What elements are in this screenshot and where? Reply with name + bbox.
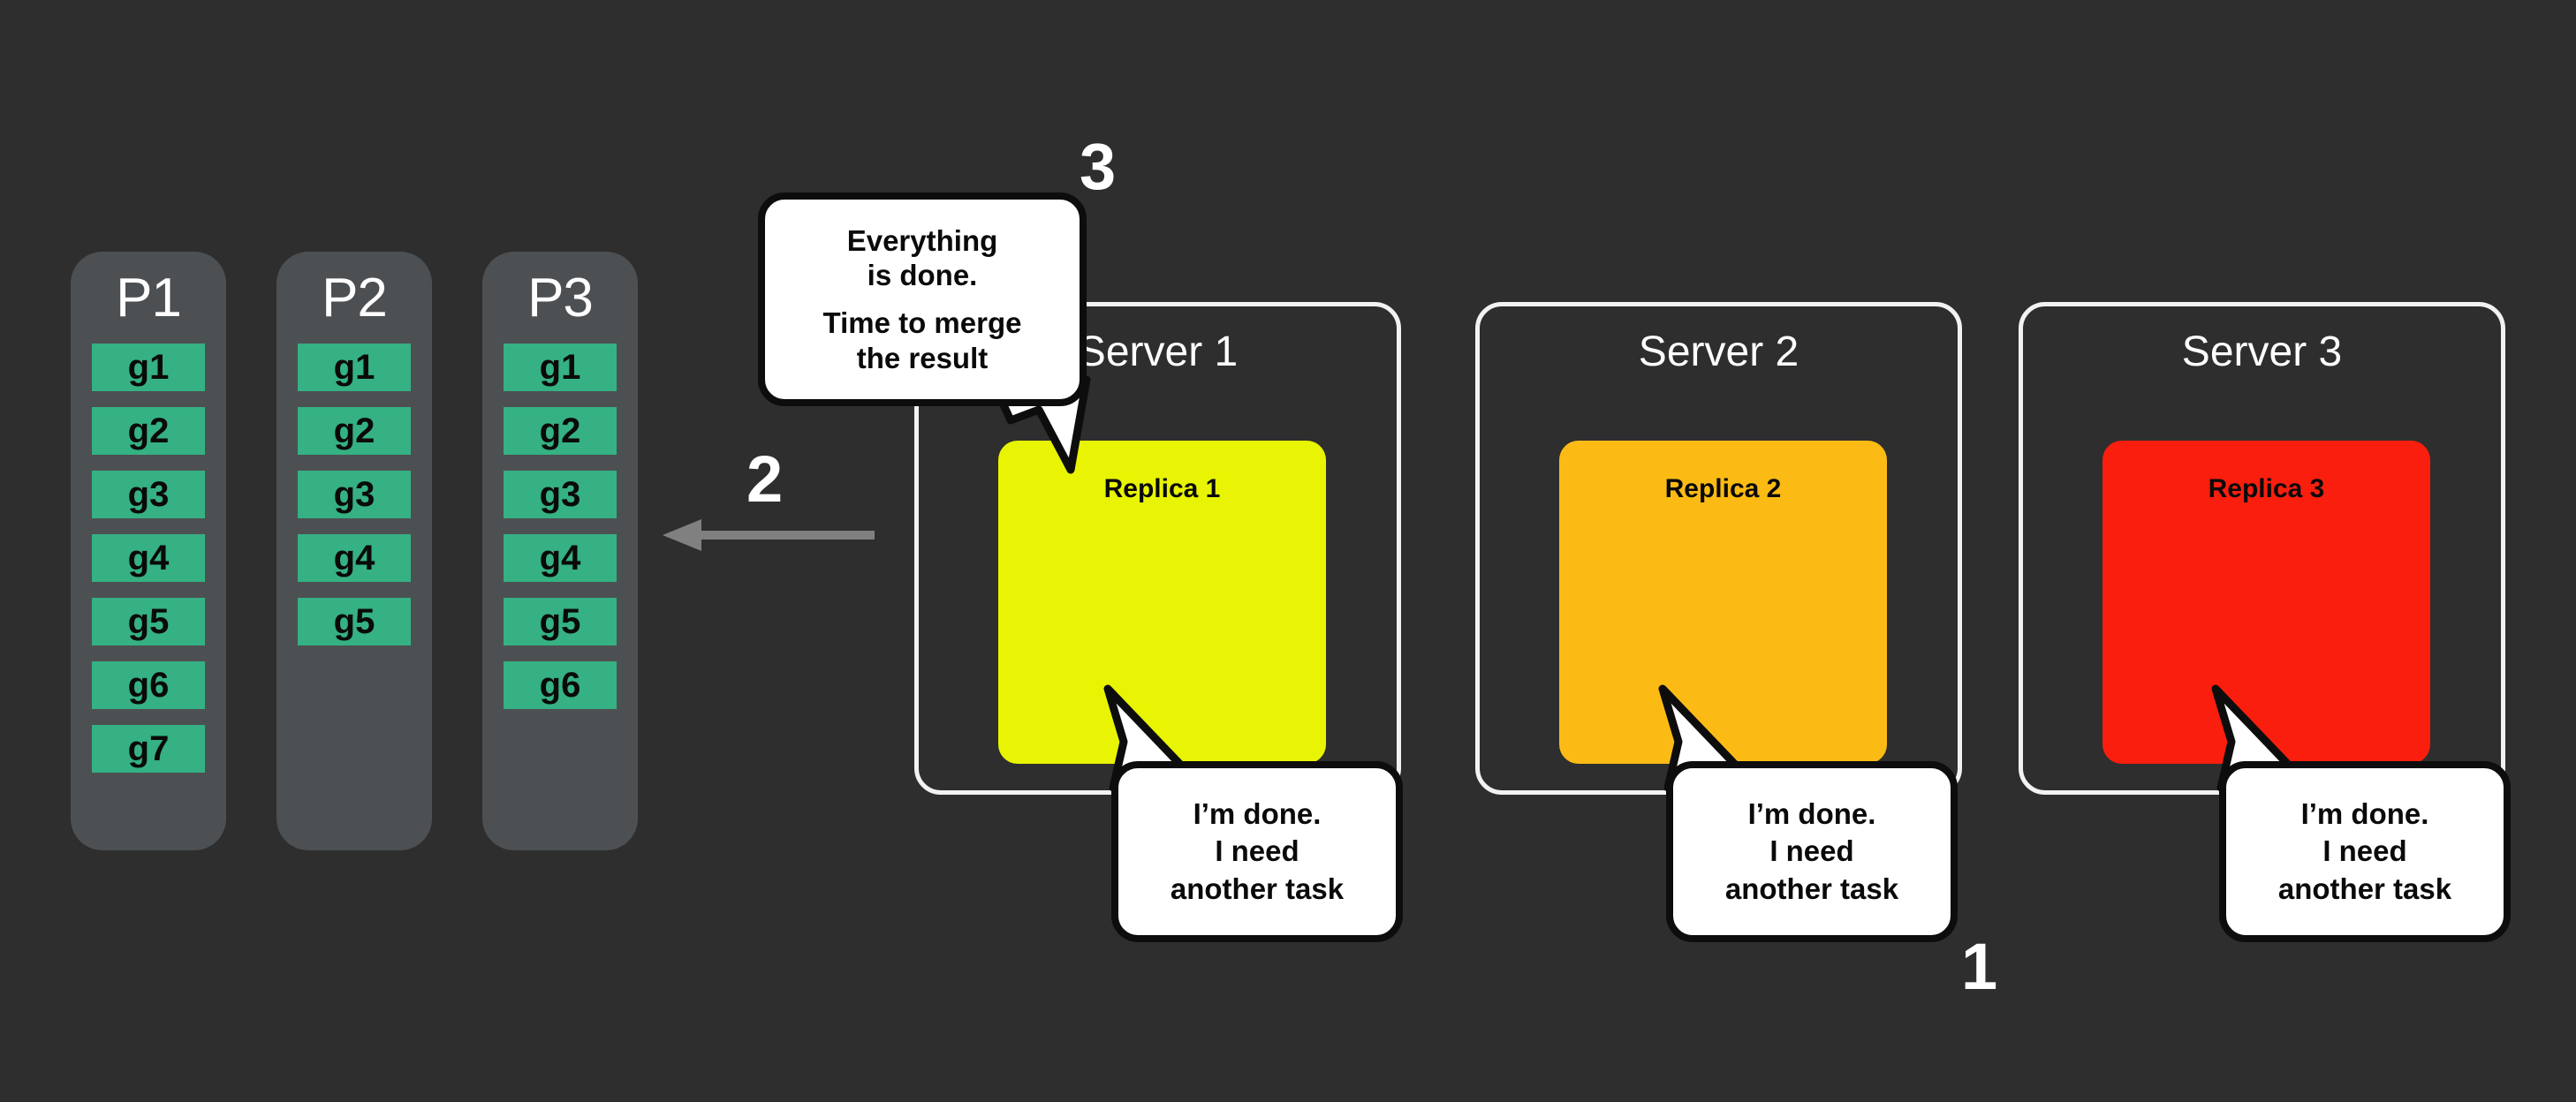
step-number-2: 2 (746, 442, 784, 516)
chunk-item: g6 (92, 661, 205, 709)
chunk-stack: g1 g2 g3 g4 g5 g6 g7 (92, 343, 205, 789)
chunk-item: g5 (92, 598, 205, 645)
bubble-line: I’m done. (2300, 797, 2429, 831)
replica-box-1: Replica 1 (998, 441, 1326, 764)
bubble-line: the result (856, 341, 989, 374)
bubble-line: I need (2322, 834, 2407, 868)
chunk-item: g5 (504, 598, 617, 645)
bubble-line: I need (1769, 834, 1854, 868)
partition-title: P1 (116, 268, 182, 328)
speech-bubble-done-3: I’m done. I need another task (2219, 761, 2511, 942)
partition-title: P2 (322, 268, 388, 328)
step-number-3: 3 (1080, 130, 1117, 203)
replica-label: Replica 2 (1664, 474, 1782, 503)
bubble-line: I need (1215, 834, 1299, 868)
bubble-line: I’m done. (1193, 797, 1322, 831)
partition-title: P3 (527, 268, 594, 328)
bubble-line: I’m done. (1747, 797, 1876, 831)
bubble-line: Everything (846, 223, 998, 257)
chunk-item: g2 (504, 407, 617, 455)
chunk-item: g3 (92, 471, 205, 518)
chunk-stack: g1 g2 g3 g4 g5 g6 (504, 343, 617, 725)
replica-box-2: Replica 2 (1559, 441, 1887, 764)
partition-column-p1: P1 g1 g2 g3 g4 g5 g6 g7 (71, 252, 226, 850)
chunk-item: g1 (92, 343, 205, 391)
server-title: Server 2 (1638, 328, 1799, 375)
speech-bubble-merge: Everything is done. Time to merge the re… (758, 192, 1087, 406)
speech-bubble-done-1: I’m done. I need another task (1111, 761, 1403, 942)
replica-label: Replica 3 (2208, 474, 2325, 503)
chunk-item: g2 (298, 407, 411, 455)
step-number-1: 1 (1961, 930, 1998, 1003)
server-title: Server 1 (1077, 328, 1239, 375)
replica-label: Replica 1 (1103, 474, 1221, 503)
partition-column-p2: P2 g1 g2 g3 g4 g5 (277, 252, 432, 850)
bubble-line: Time to merge (822, 306, 1022, 339)
chunk-item: g5 (298, 598, 411, 645)
chunk-item: g4 (92, 534, 205, 582)
arrow-head-icon (663, 519, 701, 551)
speech-bubble-done-2: I’m done. I need another task (1666, 761, 1958, 942)
chunk-item: g2 (92, 407, 205, 455)
server-box-2: Server 2 Replica 2 (1475, 302, 1962, 795)
replica-box-3: Replica 3 (2102, 441, 2430, 764)
arrow-shaft (700, 531, 875, 540)
chunk-stack: g1 g2 g3 g4 g5 (298, 343, 411, 661)
partition-column-p3: P3 g1 g2 g3 g4 g5 g6 (482, 252, 638, 850)
server-title: Server 3 (2181, 328, 2343, 375)
chunk-item: g4 (504, 534, 617, 582)
bubble-line: is done. (867, 259, 978, 292)
bubble-line: another task (1724, 872, 1899, 905)
merge-arrow-left-icon (663, 519, 875, 551)
chunk-item: g6 (504, 661, 617, 709)
server-box-3: Server 3 Replica 3 (2019, 302, 2505, 795)
chunk-item: g4 (298, 534, 411, 582)
chunk-item: g3 (504, 471, 617, 518)
chunk-item: g7 (92, 725, 205, 773)
bubble-line: another task (1170, 872, 1345, 905)
bubble-line: another task (2277, 872, 2452, 905)
chunk-item: g1 (298, 343, 411, 391)
chunk-item: g1 (504, 343, 617, 391)
chunk-item: g3 (298, 471, 411, 518)
